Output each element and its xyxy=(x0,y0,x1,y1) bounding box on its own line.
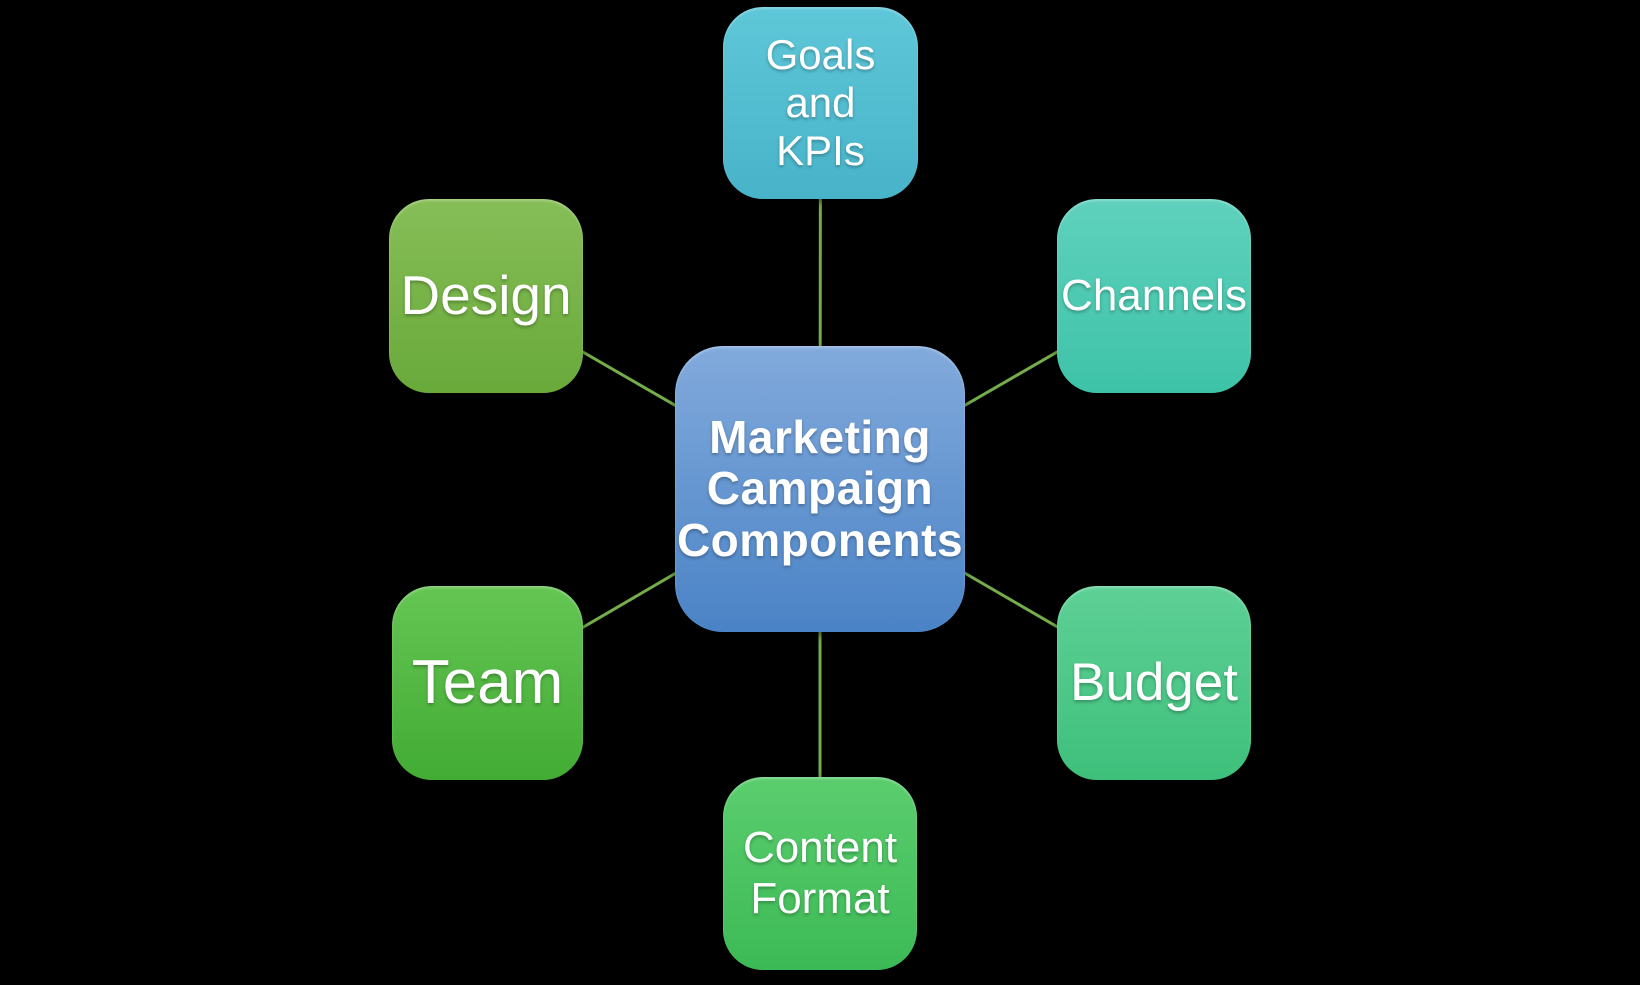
node-design[interactable]: Design xyxy=(389,199,583,393)
node-content-format[interactable]: Content Format xyxy=(723,777,917,970)
node-design-label: Design xyxy=(400,264,572,327)
node-channels-label: Channels xyxy=(1061,270,1247,320)
node-budget-label: Budget xyxy=(1070,652,1238,712)
node-marketing-campaign-components-label: Marketing Campaign Components xyxy=(676,410,964,566)
node-team[interactable]: Team xyxy=(392,586,583,780)
node-marketing-campaign-components[interactable]: Marketing Campaign Components xyxy=(675,346,965,632)
node-budget[interactable]: Budget xyxy=(1057,586,1251,780)
node-goals-and-kpis-label: Goals and KPIs xyxy=(765,30,876,175)
node-channels[interactable]: Channels xyxy=(1057,199,1251,393)
node-team-label: Team xyxy=(411,648,564,718)
node-content-format-label: Content Format xyxy=(742,822,898,923)
node-goals-and-kpis[interactable]: Goals and KPIs xyxy=(723,7,918,199)
